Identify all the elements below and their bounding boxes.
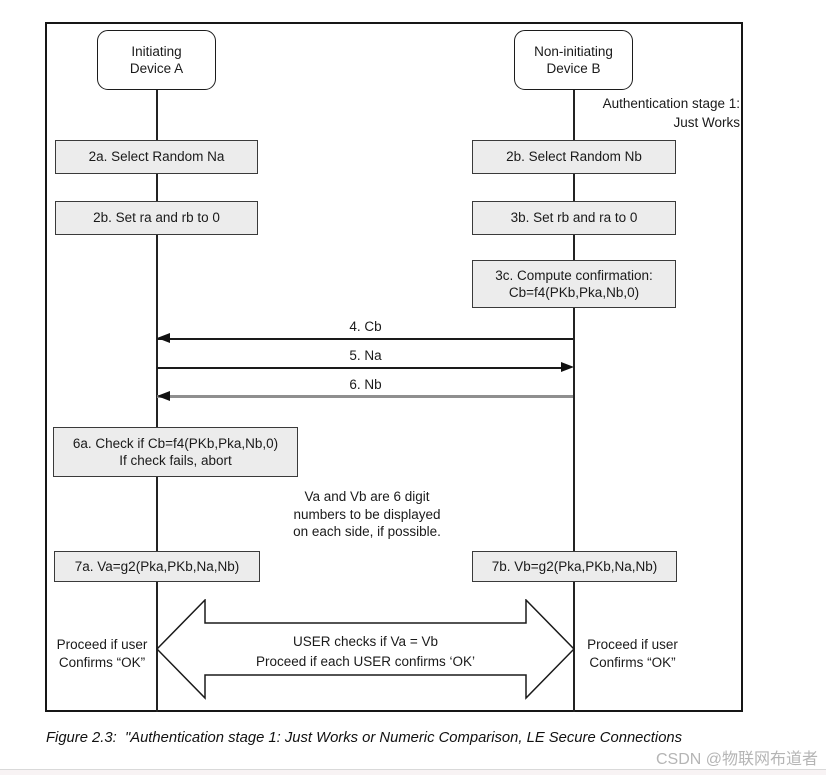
- proceed-left-line2: Confirms “OK”: [58, 654, 146, 670]
- stage-title-line2: Just Works: [673, 114, 740, 130]
- device-b-box: Non-initiating Device B: [514, 30, 633, 90]
- va-vb-note-line1: Va and Vb are 6 digit: [304, 489, 430, 504]
- step-6a-label-line2: If check fails, abort: [119, 453, 232, 468]
- device-b-label-line2: Device B: [546, 61, 601, 76]
- step-3c-label-line1: 3c. Compute confirmation:: [495, 267, 653, 283]
- diagram-border: [45, 22, 743, 712]
- step-box-7a-compute-va: 7a. Va=g2(Pka,PKb,Na,Nb): [54, 551, 260, 582]
- step-box-2b-select-random-nb: 2b. Select Random Nb: [472, 140, 676, 174]
- step-2b-left-label: 2b. Set ra and rb to 0: [93, 210, 220, 226]
- message-6-arrowhead-left-icon: [157, 391, 170, 401]
- message-5-na-label: 5. Na: [349, 348, 382, 363]
- step-box-6a-check-confirmation: 6a. Check if Cb=f4(PKb,Pka,Nb,0) If chec…: [53, 427, 298, 477]
- step-box-3b-set-rb-ra: 3b. Set rb and ra to 0: [472, 201, 676, 235]
- va-vb-note: Va and Vb are 6 digit numbers to be disp…: [258, 488, 476, 541]
- step-box-2a-select-random-na: 2a. Select Random Na: [55, 140, 258, 174]
- device-a-label-line2: Device A: [129, 61, 184, 76]
- user-confirm-double-arrow-icon: [156, 599, 575, 700]
- va-vb-note-line3: on each side, if possible.: [293, 524, 441, 539]
- proceed-right-line2: Confirms “OK”: [589, 654, 676, 670]
- step-7b-label: 7b. Vb=g2(Pka,PKb,Na,Nb): [491, 558, 658, 574]
- user-check-text: USER checks if Va = Vb Proceed if each U…: [205, 632, 526, 672]
- stage-title: Authentication stage 1: Just Works: [500, 95, 740, 132]
- device-a-box: Initiating Device A: [97, 30, 216, 90]
- user-check-line1: USER checks if Va = Vb: [293, 634, 438, 649]
- message-6-nb-line: [157, 395, 573, 398]
- step-7a-label: 7a. Va=g2(Pka,PKb,Na,Nb): [74, 558, 240, 574]
- step-3b-label: 3b. Set rb and ra to 0: [510, 210, 638, 226]
- step-6a-label-line1: 6a. Check if Cb=f4(PKb,Pka,Nb,0): [72, 435, 279, 451]
- step-box-7b-compute-vb: 7b. Vb=g2(Pka,PKb,Na,Nb): [472, 551, 677, 582]
- proceed-left-line1: Proceed if user: [56, 637, 148, 652]
- message-5-na-line: [157, 367, 561, 369]
- device-b-label-line1: Non-initiating: [534, 44, 613, 59]
- lifeline-device-b: [573, 90, 575, 712]
- device-a-label-line1: Initiating: [131, 44, 182, 59]
- step-3c-label-line2: Cb=f4(PKb,Pka,Nb,0): [508, 285, 640, 300]
- stage-title-line1: Authentication stage 1:: [602, 96, 740, 111]
- csdn-watermark: CSDN @物联网布道者: [655, 751, 818, 768]
- page-bottom-divider: [0, 769, 826, 771]
- figure-caption: Figure 2.3: "Authentication stage 1: Jus…: [46, 730, 683, 746]
- va-vb-note-line2: numbers to be displayed: [293, 506, 441, 522]
- proceed-confirm-left-text: Proceed if user Confirms “OK”: [48, 636, 156, 671]
- proceed-confirm-right-text: Proceed if user Confirms “OK”: [580, 636, 685, 671]
- proceed-right-line1: Proceed if user: [587, 637, 678, 652]
- message-5-arrowhead-right-icon: [561, 362, 574, 372]
- user-check-line2: Proceed if each USER confirms ‘OK’: [255, 654, 476, 669]
- lifeline-device-a: [156, 90, 158, 712]
- message-4-cb-line: [157, 338, 573, 340]
- step-box-3c-compute-confirmation: 3c. Compute confirmation: Cb=f4(PKb,Pka,…: [472, 260, 676, 308]
- page-bottom-strip: [0, 770, 826, 775]
- step-2b-right-label: 2b. Select Random Nb: [506, 149, 642, 165]
- message-6-nb-label: 6. Nb: [349, 377, 382, 392]
- step-box-2b-set-ra-rb: 2b. Set ra and rb to 0: [55, 201, 258, 235]
- step-2a-label: 2a. Select Random Na: [88, 149, 225, 165]
- message-4-arrowhead-left-icon: [157, 333, 170, 343]
- message-4-cb-label: 4. Cb: [349, 319, 382, 334]
